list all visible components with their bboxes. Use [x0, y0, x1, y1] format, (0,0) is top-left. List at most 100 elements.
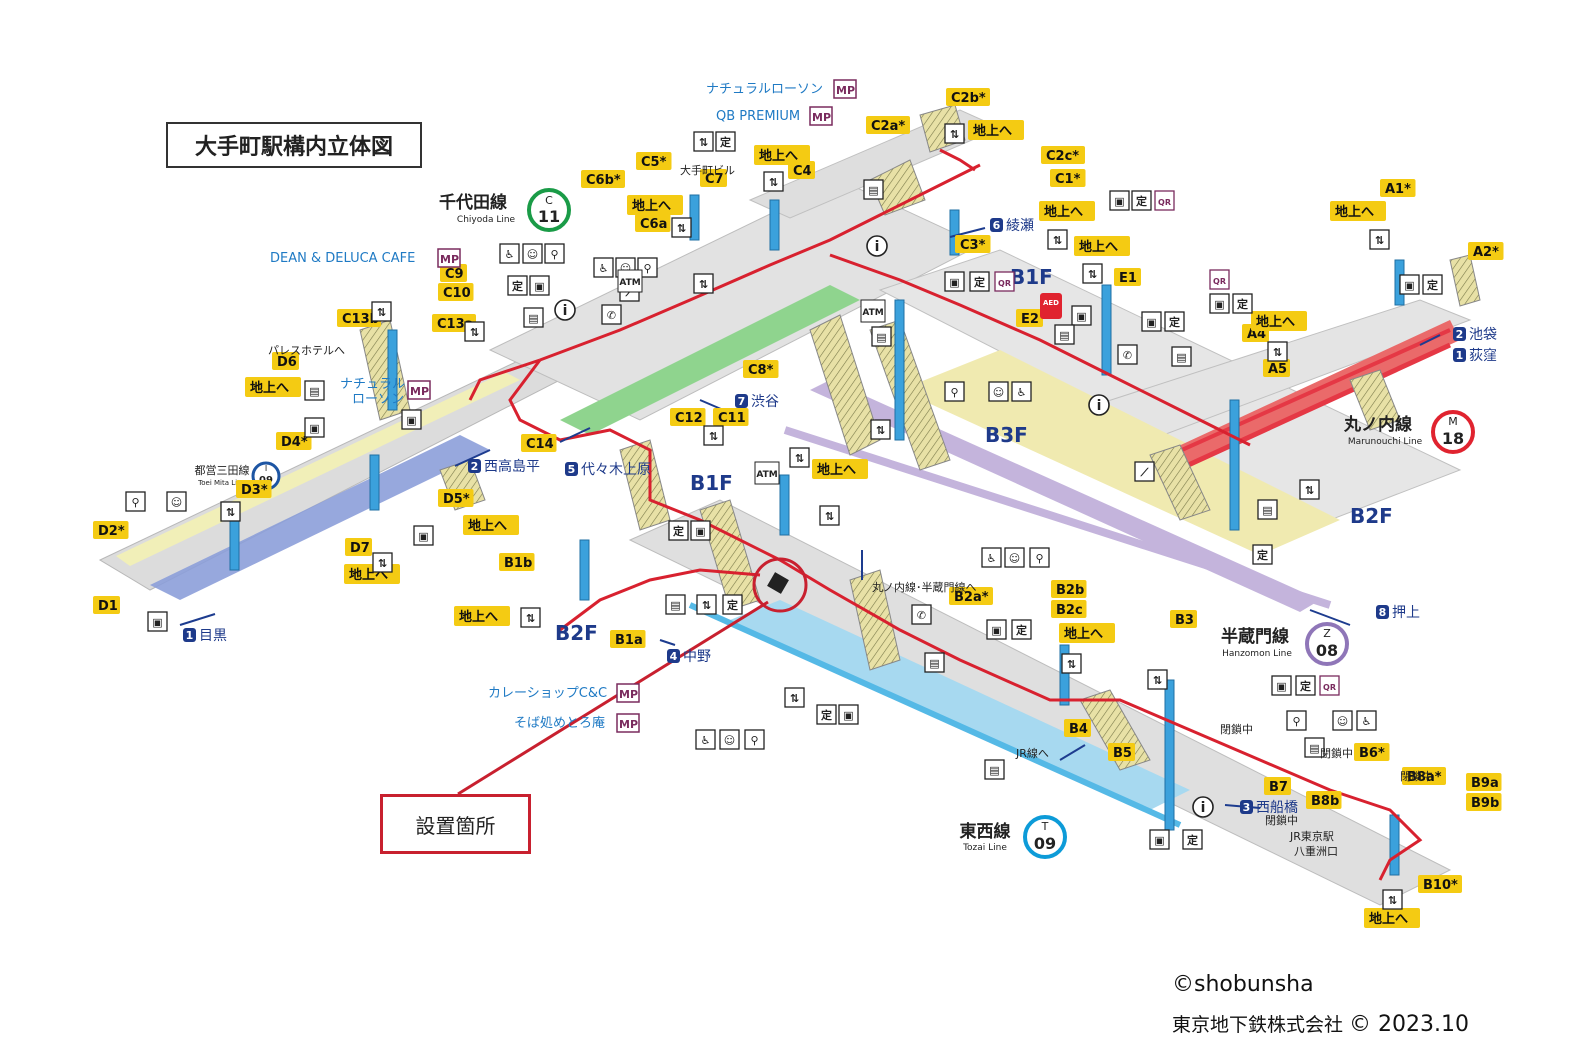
ticket-icon: ▣ [1276, 680, 1286, 693]
credit-company: 東京地下鉄株式会社© 2023.10 [1172, 1010, 1469, 1037]
facility-icons: ⇅定⇅⇅▤▣定QR⇅⇅⇅▣定QR▣定▣定▤⇅▣▤▣定QR♿☺⚲定▣▤♿☺⚲⟋⇅⇅… [125, 123, 1443, 910]
ticket-icon: ▣ [1404, 279, 1414, 292]
locker-icon-frame [871, 326, 892, 347]
exit-label-c7: C7 [705, 172, 724, 187]
hanzomon-name: 半蔵門線 [1221, 626, 1289, 647]
exit-label-a5: A5 [1268, 362, 1287, 377]
locker-icon: ▤ [876, 331, 886, 344]
ticket-icon-frame [1271, 675, 1292, 696]
to-ground-bg [1251, 311, 1307, 331]
mita-en: Toei Mita Line [197, 479, 246, 487]
exit-label-b8b: B8b [1311, 794, 1339, 809]
ticket-icon-frame [529, 275, 550, 296]
exit-tag-bg [955, 235, 991, 253]
map-title: 大手町駅構内立体図 [166, 122, 422, 168]
exit-label-c2c: C2c* [1046, 149, 1079, 164]
qr-icon: QR [1213, 277, 1226, 286]
exit-label-a2: A2* [1473, 245, 1499, 260]
elevator-icon-frame [1299, 479, 1320, 500]
locker-icon-frame [304, 380, 325, 401]
ticket-icon: ▣ [1076, 310, 1086, 323]
toilet-icon: ⚲ [750, 734, 758, 747]
info-frame [1088, 394, 1110, 416]
phone-icon-frame [601, 304, 622, 325]
to-ground-label: 地上へ [1369, 911, 1408, 927]
atm-icon: ATM [862, 308, 883, 318]
exit-tag-bg [700, 169, 727, 187]
shop-curry: カレーショップC&C [488, 686, 607, 701]
elevator-icon: ⇅ [677, 222, 686, 235]
mp-icon: MP [440, 253, 459, 266]
info-icon: i [563, 303, 568, 319]
ticket-icon-frame [401, 409, 422, 430]
elevator-icon-frame [220, 501, 241, 522]
elevator-icon-frame [1267, 341, 1288, 362]
restroom-icon: ♿ [599, 262, 609, 275]
qr-icon-frame [1319, 675, 1340, 696]
info-frame [866, 235, 888, 257]
ticket-icon: ▣ [1214, 298, 1224, 311]
teiki-icon: 定 [720, 135, 731, 149]
toilet-icon-frame [637, 257, 658, 278]
restroom-icon-frame [1011, 381, 1032, 402]
info-icon: i [1097, 398, 1102, 414]
restroom-icon: ♿ [505, 248, 515, 261]
to-ground-label: 地上へ [973, 123, 1012, 139]
exit-label-b4: B4 [1069, 722, 1088, 737]
place-to-maru-hanzo: 丸ノ内線･半蔵門線へ [872, 580, 977, 594]
elevator-icon: ⇅ [876, 424, 885, 437]
elevator-icon-frame [819, 505, 840, 526]
exit-tag-bg [337, 309, 381, 327]
exit-tag-bg [521, 434, 557, 452]
teiki-icon: 定 [1016, 623, 1027, 637]
direction-number: 2 [471, 460, 479, 473]
atm-frame [860, 299, 886, 323]
to-ground-bg [812, 459, 868, 479]
exit-label-d6: D6 [277, 355, 297, 370]
elevator-icon-frame [1061, 653, 1082, 674]
exit-tag-bg [1402, 767, 1446, 785]
teiki-icon-frame [1011, 619, 1032, 640]
exit-label-e1: E1 [1119, 271, 1137, 286]
locker-icon: ▤ [528, 312, 538, 325]
exit-tag-bg [1170, 610, 1197, 628]
info-frame [554, 299, 576, 321]
chiyoda-letter: C [545, 194, 553, 207]
teiki-icon: 定 [1169, 315, 1180, 329]
elevator-icon-frame [1082, 263, 1103, 284]
teiki-icon: 定 [512, 279, 523, 293]
elevator-icon: ⇅ [1375, 234, 1384, 247]
restroom-icon: ♿ [1362, 715, 1372, 728]
direction-number-bg [1453, 348, 1466, 362]
toilet-icon-frame [544, 243, 565, 264]
direction-number: 3 [1243, 801, 1251, 814]
baby-icon-frame [166, 491, 187, 512]
exit-tag-bg [581, 170, 625, 188]
baby-icon: ☺ [724, 734, 735, 747]
elevator-icon: ⇅ [699, 136, 708, 149]
locker-icon: ▤ [309, 385, 319, 398]
toilet-icon: ⚲ [950, 386, 958, 399]
exit-label-c13a: C13a [437, 317, 473, 332]
exit-label-c6b: C6b* [586, 173, 621, 188]
toilet-icon: ⚲ [131, 496, 139, 509]
tozai-badge: T 09 東西線 Tozai Line [960, 815, 1067, 859]
to-ground-bg [754, 145, 810, 165]
exit-label-b9b: B9b [1471, 796, 1499, 811]
direction-destination: 代々木上原 [581, 462, 651, 478]
shop-natural-lawson-left-1: ナチュラル [340, 377, 405, 392]
qr-icon-frame [1154, 190, 1175, 211]
to-ground-label: 地上へ [468, 518, 507, 534]
mita-badge: I 09 都営三田線 Toei Mita Line [195, 461, 281, 491]
exit-label-c13b: C13b [342, 312, 379, 327]
to-ground-bg [1364, 908, 1420, 928]
to-ground-bg [1059, 623, 1115, 643]
info-frame [1192, 796, 1214, 818]
elevator-icon: ⇅ [699, 278, 708, 291]
elevator-icon: ⇅ [950, 128, 959, 141]
aed-icon: AED [1043, 299, 1059, 307]
restroom-icon-frame [695, 729, 716, 750]
baby-icon-frame [719, 729, 740, 750]
teiki-icon-frame [1131, 190, 1152, 211]
